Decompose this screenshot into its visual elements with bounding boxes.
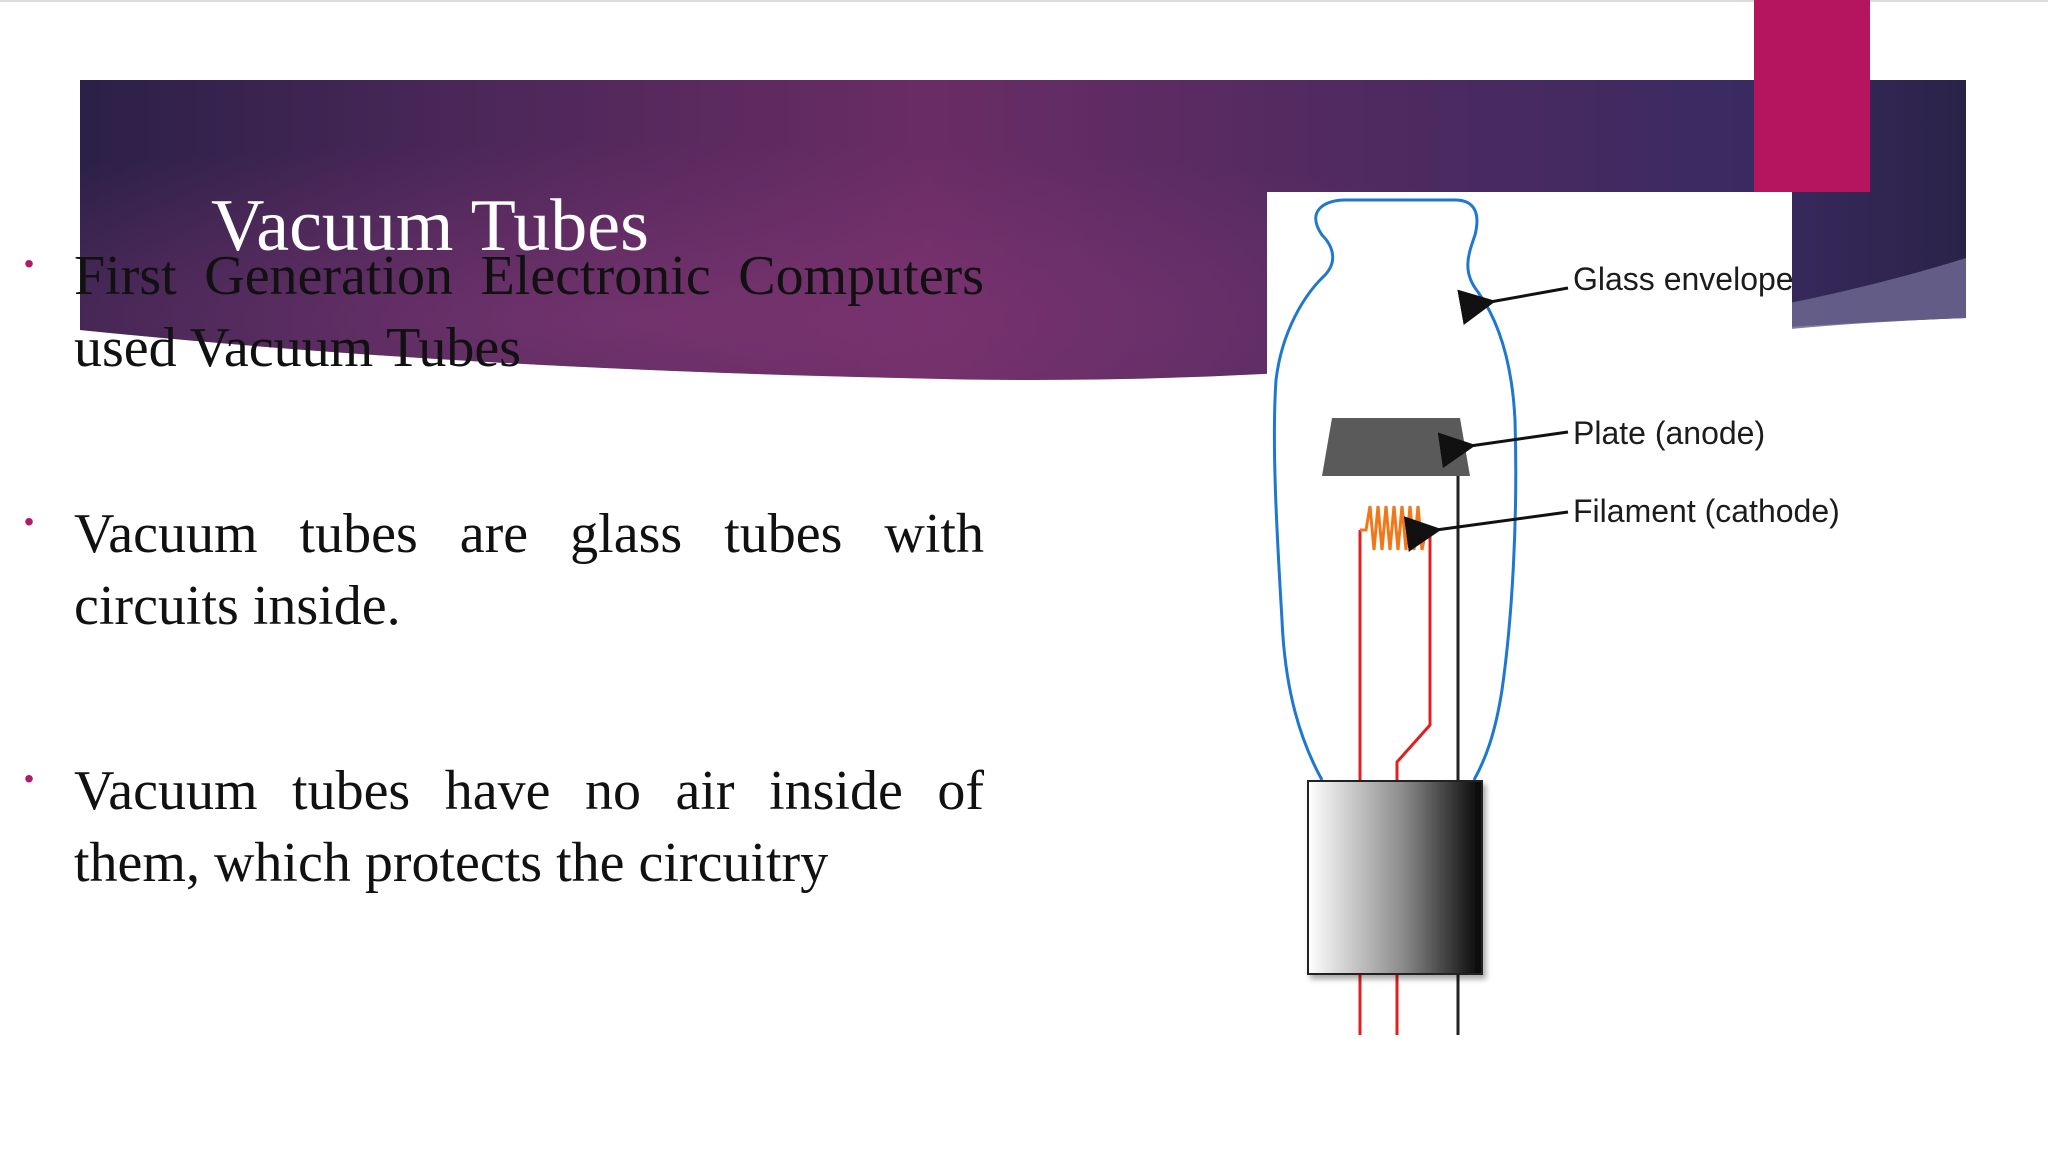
accent-tab — [1754, 0, 1870, 192]
label-plate: Plate (anode) — [1573, 415, 1765, 451]
banner-wave — [1780, 258, 1966, 330]
slide-title: Vacuum Tubes — [211, 185, 649, 267]
tube-base — [1307, 780, 1483, 975]
arrow-plate — [1437, 430, 1569, 469]
label-filament: Filament (cathode) — [1573, 493, 1840, 529]
glass-envelope-outline — [1272, 198, 1518, 781]
arrow-filament — [1403, 510, 1569, 552]
label-glass-envelope: Glass envelope — [1573, 261, 1794, 297]
plate-anode — [1322, 418, 1470, 476]
arrow-glass-envelope — [1457, 286, 1569, 326]
filament-coil — [1360, 505, 1430, 551]
top-rule — [0, 0, 2048, 2]
